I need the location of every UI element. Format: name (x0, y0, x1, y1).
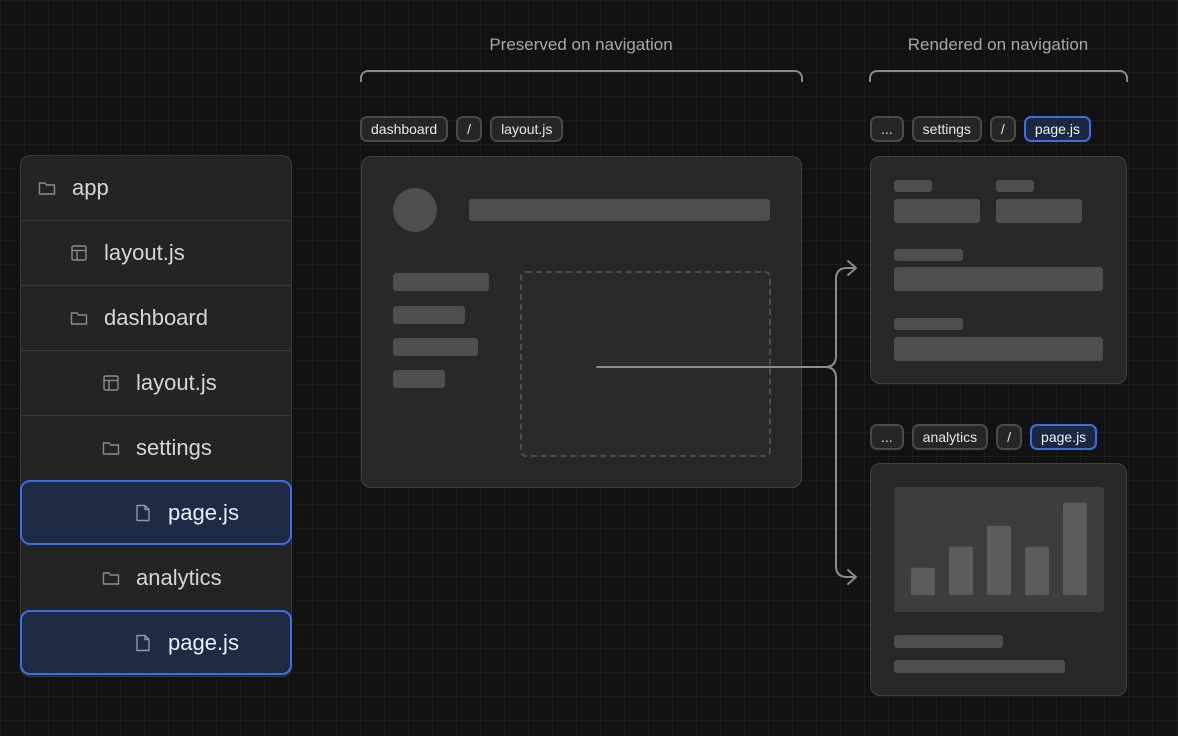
layout-panel (361, 156, 802, 488)
chart-bar (987, 525, 1011, 595)
layout-breadcrumb: dashboard / layout.js (360, 116, 564, 142)
folder-icon (38, 179, 56, 197)
text-line-placeholder (894, 660, 1065, 673)
settings-breadcrumb: ... settings / page.js (870, 116, 1091, 142)
file-tree-background (20, 155, 292, 677)
chip-separator: / (456, 116, 483, 142)
nav-item-placeholder (393, 370, 445, 388)
rendered-bracket (869, 70, 1128, 82)
chart-area (894, 487, 1104, 612)
label-placeholder (894, 180, 932, 192)
tree-item-label: analytics (136, 564, 222, 590)
tree-item-layout-root[interactable]: layout.js (20, 220, 292, 285)
analytics-page-panel (870, 463, 1127, 696)
tree-item-analytics-page[interactable]: page.js (20, 610, 292, 675)
chip-analytics: analytics (911, 424, 989, 450)
tree-item-settings-page[interactable]: page.js (20, 480, 292, 545)
arrow-head-icon (847, 260, 857, 276)
chart-bar (1025, 546, 1049, 595)
tree-item-settings[interactable]: settings (20, 415, 292, 480)
nav-item-placeholder (393, 306, 465, 324)
file-icon (134, 634, 152, 652)
preserved-bracket (360, 70, 803, 82)
bar-chart (911, 502, 1087, 595)
input-placeholder (894, 199, 980, 223)
layout-file-icon (70, 244, 88, 262)
nav-item-placeholder (393, 273, 489, 291)
tree-item-label: app (72, 174, 109, 200)
chart-bar (911, 567, 935, 595)
tree-item-label: dashboard (104, 305, 208, 330)
chart-bar (949, 546, 973, 595)
label-placeholder (996, 180, 1034, 192)
input-placeholder (894, 267, 1103, 291)
connector-branch-analytics (824, 366, 856, 578)
arrow-head-icon (847, 569, 857, 585)
tree-item-app[interactable]: app (20, 155, 292, 220)
analytics-breadcrumb: ... analytics / page.js (870, 424, 1098, 450)
header-bar-placeholder (469, 199, 770, 221)
folder-icon (70, 309, 88, 327)
chip-separator: / (989, 116, 1016, 142)
avatar-placeholder (393, 188, 437, 232)
tree-item-label: page.js (168, 629, 239, 655)
input-placeholder (996, 199, 1082, 223)
file-tree: app layout.js dashboard layout.js settin… (20, 155, 292, 677)
preserved-title: Preserved on navigation (489, 35, 673, 54)
chip-page: page.js (1030, 424, 1098, 450)
chip-layout: layout.js (490, 116, 564, 142)
chip-ellipsis: ... (870, 116, 904, 142)
tree-item-dashboard[interactable]: dashboard (20, 285, 292, 350)
tree-item-layout-dashboard[interactable]: layout.js (20, 350, 292, 415)
label-placeholder (894, 249, 963, 261)
rendered-title: Rendered on navigation (907, 35, 1089, 54)
chip-ellipsis: ... (870, 424, 904, 450)
connector-branch-settings (824, 267, 856, 368)
file-icon (134, 504, 152, 522)
chart-bar (1063, 502, 1087, 595)
nav-item-placeholder (393, 338, 478, 356)
chip-page: page.js (1023, 116, 1091, 142)
tree-item-analytics[interactable]: analytics (20, 545, 292, 610)
tree-item-label: page.js (168, 499, 239, 525)
label-placeholder (894, 318, 963, 330)
text-line-placeholder (894, 635, 1003, 648)
folder-icon (102, 439, 120, 457)
tree-item-label: settings (136, 435, 212, 460)
input-placeholder (894, 337, 1103, 361)
chip-separator: / (996, 424, 1023, 450)
chip-settings: settings (911, 116, 982, 142)
layout-file-icon (102, 374, 120, 392)
tree-item-label: layout.js (104, 240, 185, 265)
settings-page-panel (870, 156, 1127, 384)
tree-item-label: layout.js (136, 370, 217, 395)
page-slot-placeholder (520, 271, 771, 457)
folder-icon (102, 569, 120, 587)
chip-dashboard: dashboard (360, 116, 449, 142)
